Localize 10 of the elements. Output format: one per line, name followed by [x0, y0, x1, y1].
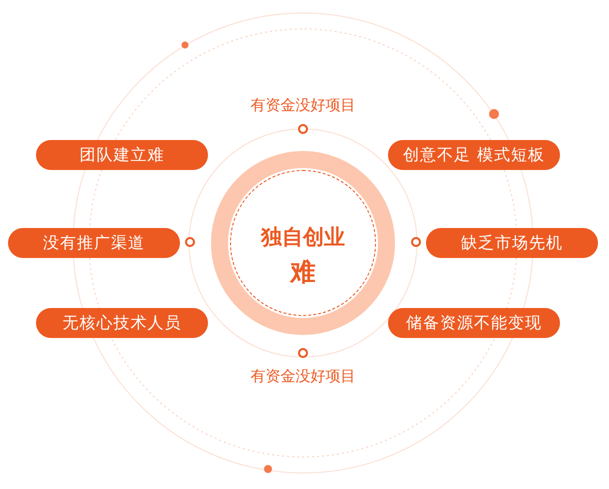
- heading-text: 独自创业: [260, 224, 346, 251]
- label-pill: 没有推广渠道: [8, 228, 180, 258]
- label-pill: 创意不足 模式短板: [388, 140, 560, 170]
- caption-text: 有资金没好项目: [250, 367, 356, 386]
- label-pill: 储备资源不能变现: [388, 308, 560, 338]
- label-pill: 团队建立难: [36, 140, 208, 170]
- heading-text: 难: [288, 256, 316, 288]
- label-pill: 无核心技术人员: [36, 308, 208, 338]
- caption-text: 有资金没好项目: [250, 96, 356, 115]
- label-pill: 缺乏市场先机: [426, 228, 598, 258]
